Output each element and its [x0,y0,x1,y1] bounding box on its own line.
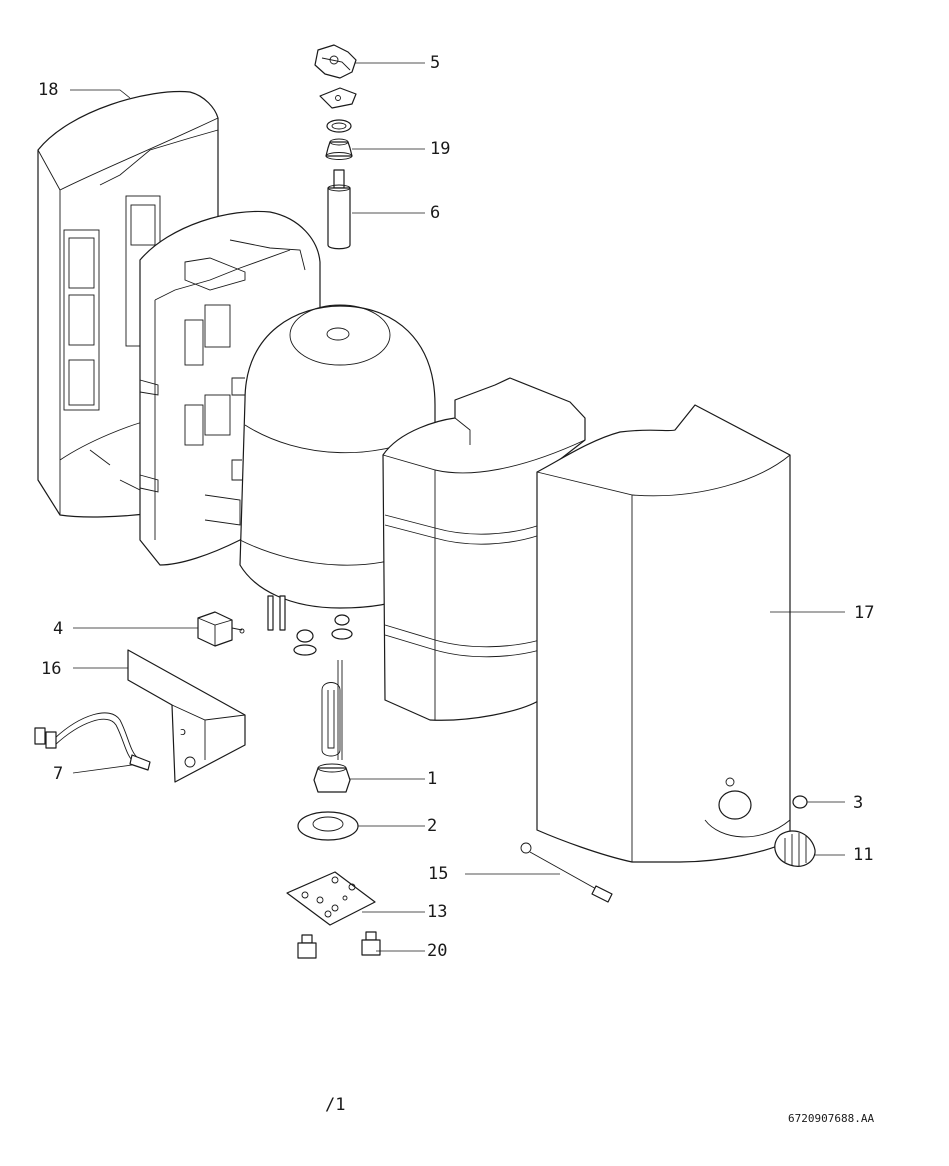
part-1-heating-element [313,660,351,793]
callout-20: 20 [427,941,448,961]
part-6-anode [327,169,351,250]
part-20-connectors [297,931,381,959]
front-inner-insulation [382,377,586,721]
part-15-earth-cable [520,842,613,903]
part-17-front-casing [536,404,791,863]
callout-19: 19 [430,139,451,159]
tank-fittings [293,614,353,656]
drawing-code: 6720907688.AA [788,1112,875,1125]
callout-15: 15 [428,864,449,884]
part-4-switch [197,611,245,647]
part-3-plug [792,795,808,809]
part-13-plate [286,871,376,926]
part-7-sensor-cable [34,712,151,771]
callout-6: 6 [430,203,441,223]
part-2-gasket [297,811,359,841]
callout-5: 5 [430,53,441,73]
callout-18: 18 [38,80,59,100]
callout-11: 11 [853,845,874,865]
part-19-seal [325,119,353,160]
svg-text:ↄ: ↄ [180,725,186,738]
leader-lines [70,62,845,952]
part-5-thermostat [314,44,357,109]
callout-16: 16 [41,659,62,679]
page-marker: /1 [325,1095,346,1115]
part-16-bracket: ↄ [127,649,246,783]
callout-17: 17 [854,603,875,623]
part-11-knob [774,830,816,867]
callout-2: 2 [427,816,438,836]
callout-4: 4 [53,619,64,639]
callout-3: 3 [853,793,864,813]
callout-1: 1 [427,769,438,789]
callout-7: 7 [53,764,64,784]
callout-13: 13 [427,902,448,922]
